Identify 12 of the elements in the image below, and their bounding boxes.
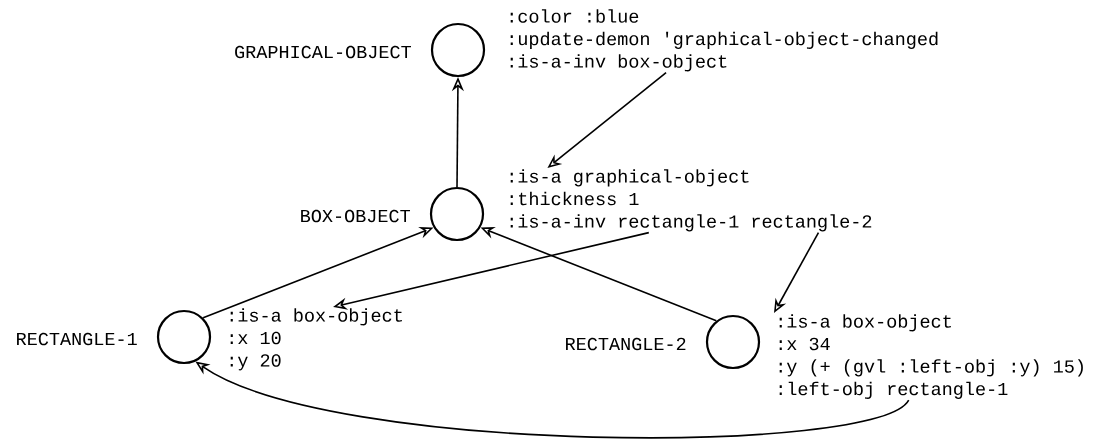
object-name: RECTANGLE-2 (566, 337, 686, 351)
slot-list: :color :blue :update-demon 'graphical-object-changed :is-a-inv box-object (510, 9, 938, 72)
slot-list: :is-a box-object :x 10 :y 20 (230, 308, 402, 371)
circle-symbol (429, 186, 485, 242)
object-name: GRAPHICAL-OBJECT (235, 45, 411, 59)
slot-list: :is-a graphical-object :thickness 1 :is-a-inv rectangle-1 rectangle-2 (510, 169, 872, 232)
circle-symbol (156, 309, 212, 365)
circle-symbol (705, 314, 761, 370)
object-name: BOX-OBJECT (301, 209, 410, 223)
slot-list: :is-a box-object :x 34 :y (+ (gvl :left-obj :y) 15) :left-obj rectangle-1 (779, 314, 1083, 399)
object-name: RECTANGLE-1 (17, 332, 137, 346)
circle-symbol (430, 22, 486, 78)
